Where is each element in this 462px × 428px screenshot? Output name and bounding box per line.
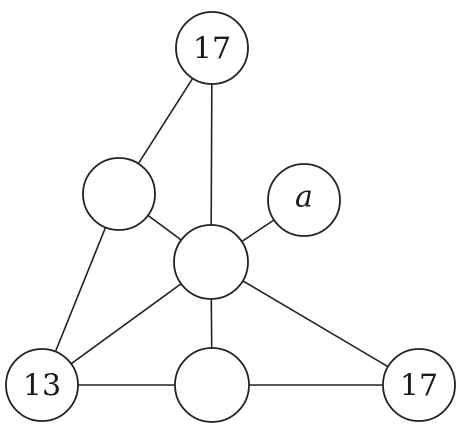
node-a-node: a [267,163,341,237]
node-circle-a-node [267,163,341,237]
edge-center-bottom-right [210,261,420,386]
node-circle-bottom-left [5,348,79,422]
node-top: 17 [175,11,249,85]
node-label-bottom-right: 17 [400,369,438,404]
node-bottom-right: 17 [382,348,456,422]
node-circle-bottom-right [382,348,456,422]
node-upper-left [82,157,156,231]
node-bottom-left: 13 [5,348,79,422]
nodes-layer: 17 a 13 17 [5,11,456,423]
node-circle-top [175,11,249,85]
node-label-bottom-left: 13 [23,369,61,404]
node-center [173,224,249,300]
node-circle-upper-left [82,157,156,231]
node-label-top: 17 [193,32,231,67]
node-bottom-middle [174,347,250,423]
node-label-a-node: a [295,180,313,215]
node-circle-bottom-middle [174,347,250,423]
node-circle-center [173,224,249,300]
